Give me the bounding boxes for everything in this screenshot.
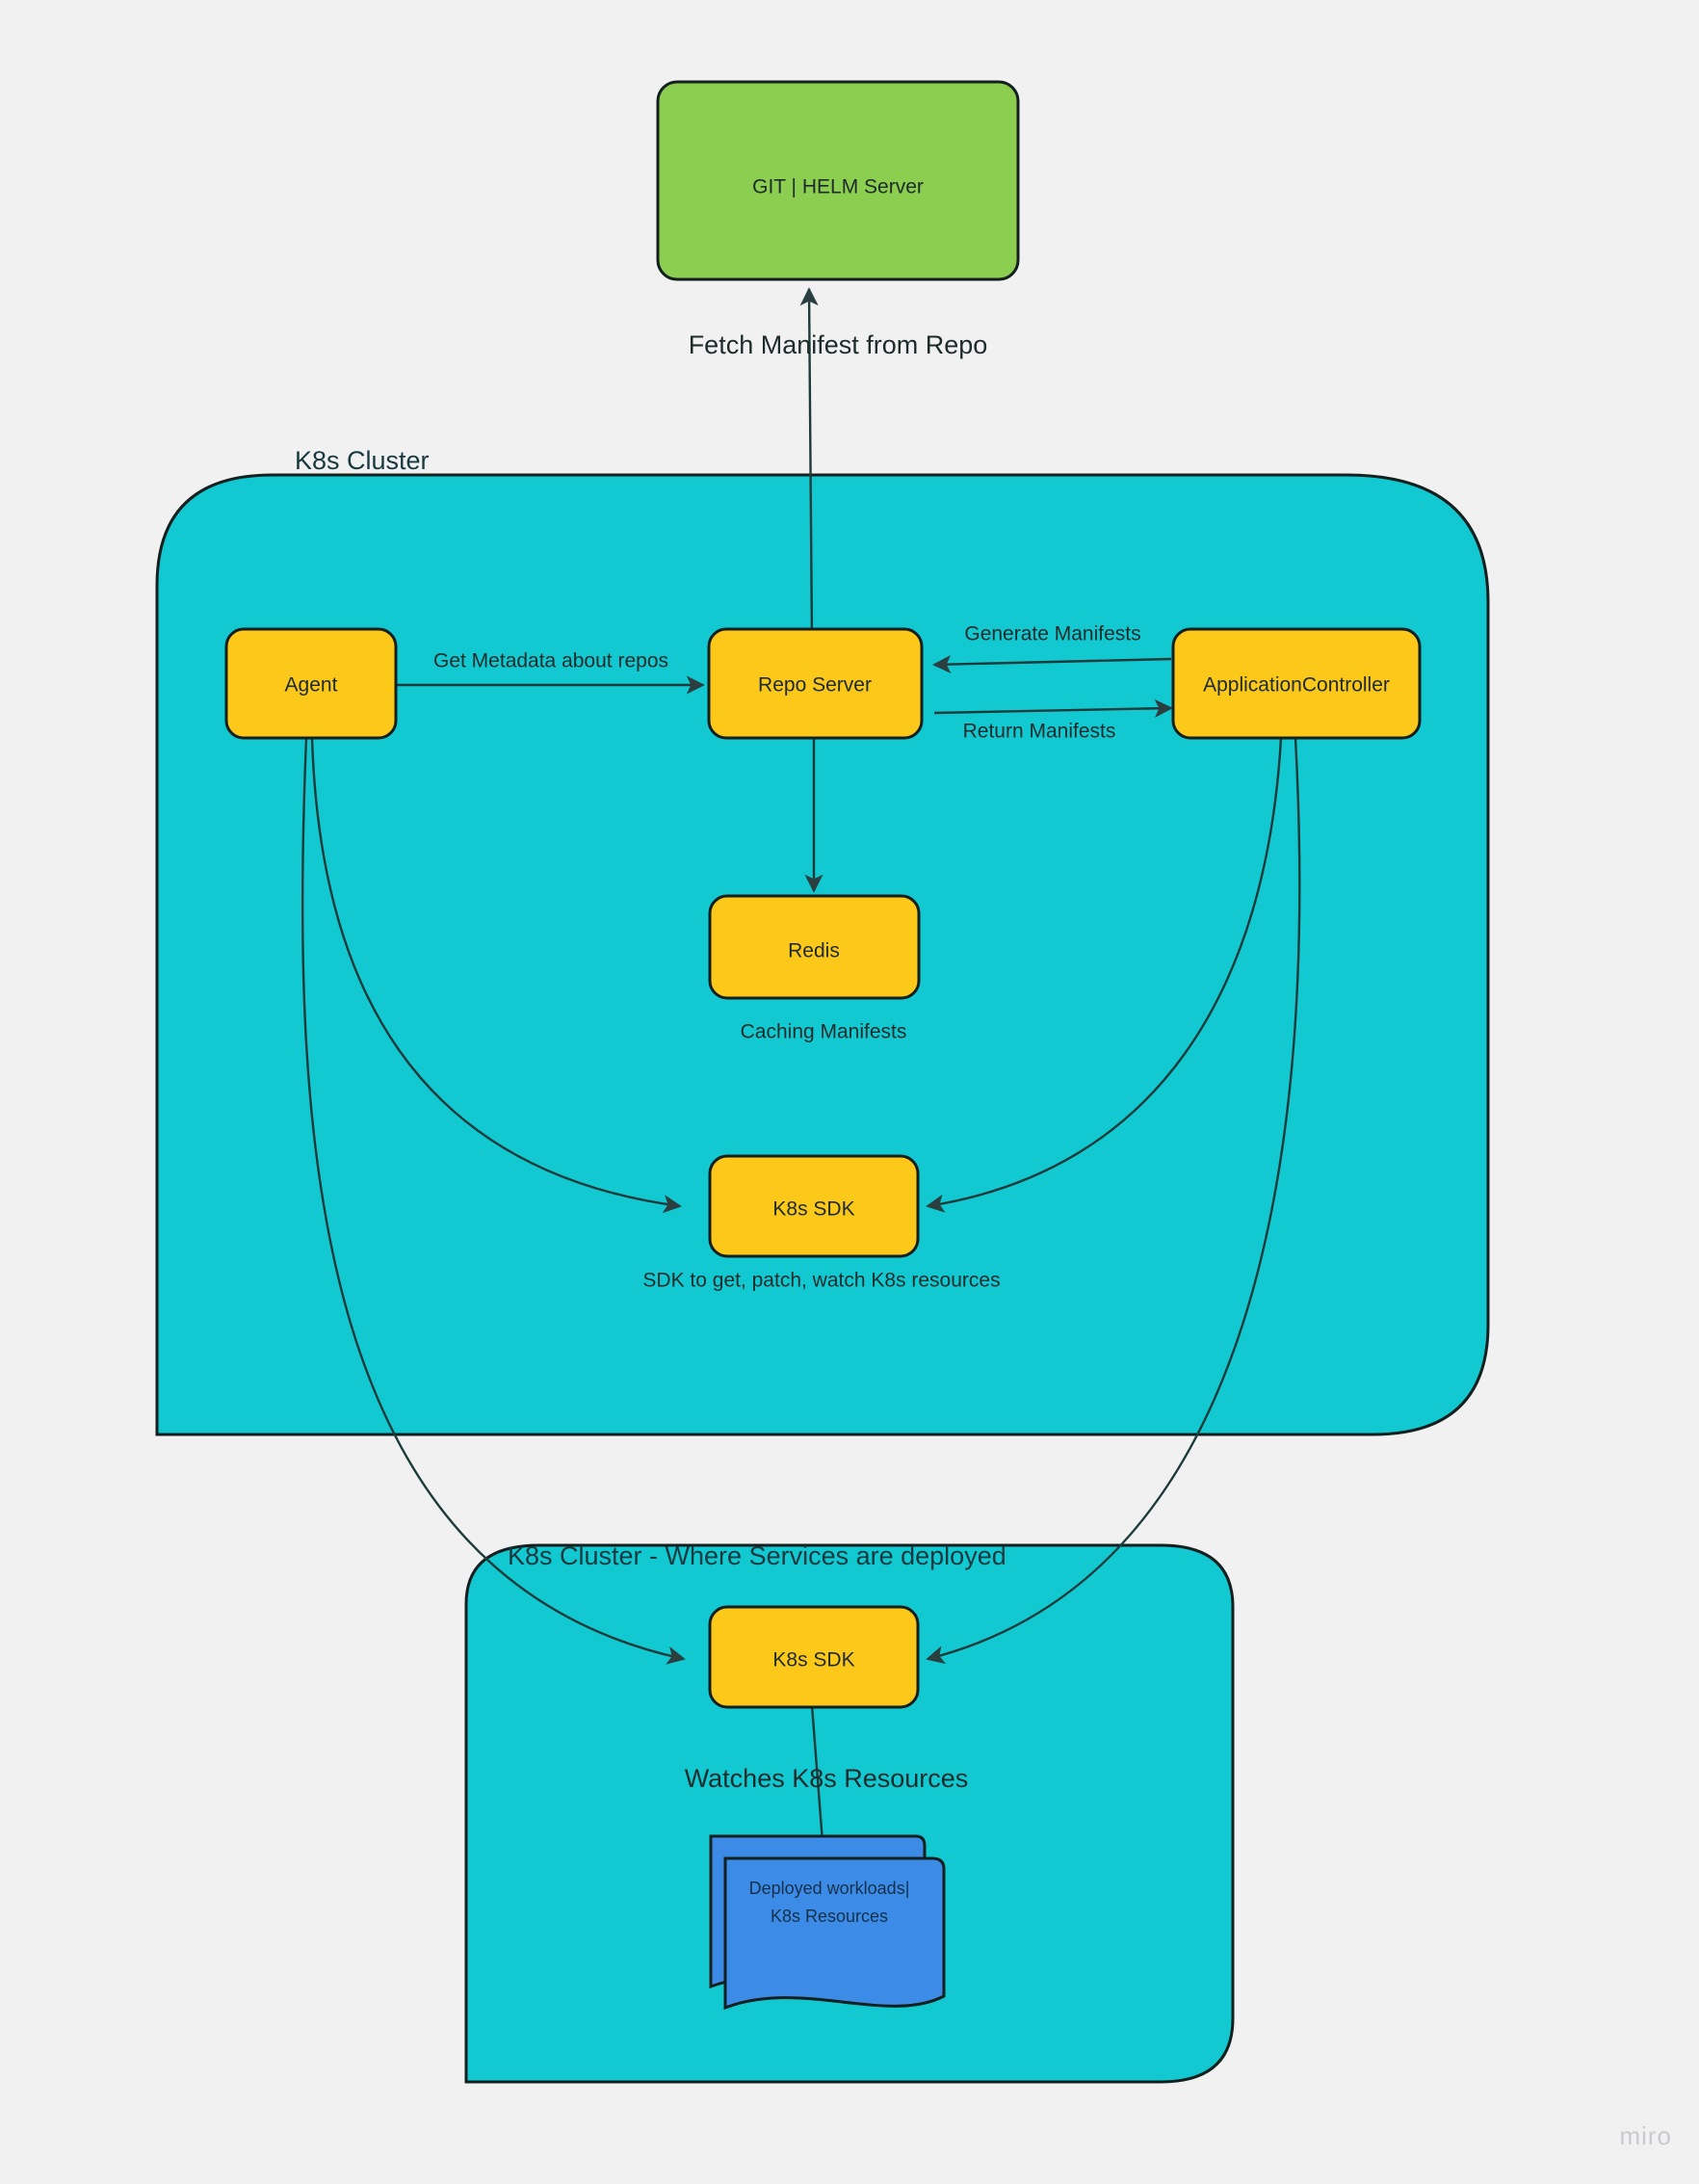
edge-label-generate-manifests: Generate Manifests <box>964 623 1140 645</box>
node-redis[interactable] <box>708 894 921 1000</box>
edge-label-fetch-manifest: Fetch Manifest from Repo <box>689 330 988 359</box>
node-deployed-workloads-front[interactable] <box>723 1856 946 2011</box>
cluster-upper-title: K8s Cluster <box>295 446 430 475</box>
cluster-lower-title: K8s Cluster - Where Services are deploye… <box>508 1541 1006 1570</box>
node-agent[interactable] <box>224 627 398 740</box>
edge-appcontroller-to-repo-server <box>932 654 1172 674</box>
node-repo-server[interactable] <box>707 627 924 740</box>
edge-agent-to-k8s-sdk-upper <box>310 737 682 1214</box>
miro-watermark: miro <box>1619 2121 1672 2150</box>
node-k8s-sdk-upper[interactable] <box>708 1154 920 1258</box>
edge-k8s-sdk-to-deployed-workloads <box>810 1704 832 1856</box>
node-application-controller[interactable] <box>1171 627 1422 740</box>
node-repo-server-label: Repo Server <box>758 674 872 697</box>
edge-appcontroller-to-k8s-sdk-upper <box>926 737 1283 1213</box>
edge-label-watches-k8s-resources: Watches K8s Resources <box>685 1764 969 1793</box>
edge-label-return-manifests: Return Manifests <box>963 721 1116 743</box>
edge-label-get-metadata: Get Metadata about repos <box>433 650 668 672</box>
edge-repo-server-to-appcontroller <box>933 698 1173 718</box>
node-deployed-workloads-line2: K8s Resources <box>771 1907 888 1926</box>
edge-agent-to-k8s-sdk-lower <box>301 737 686 1665</box>
node-application-controller-label: ApplicationController <box>1203 674 1390 697</box>
caption-k8s-sdk: SDK to get, patch, watch K8s resources <box>642 1270 1000 1292</box>
cluster-lower-container <box>464 1543 1235 2084</box>
node-k8s-sdk-lower[interactable] <box>708 1605 920 1709</box>
node-agent-label: Agent <box>285 674 338 697</box>
node-git-helm-server-label: GIT | HELM Server <box>752 176 924 198</box>
node-k8s-sdk-lower-label: K8s SDK <box>772 1649 854 1671</box>
node-git-helm-server[interactable] <box>656 80 1020 281</box>
edge-repo-server-to-git-helm <box>799 287 819 641</box>
node-k8s-sdk-upper-label: K8s SDK <box>772 1198 854 1221</box>
edge-appcontroller-to-k8s-sdk-lower <box>926 737 1301 1665</box>
caption-redis: Caching Manifests <box>741 1021 907 1043</box>
node-redis-label: Redis <box>788 940 840 962</box>
node-deployed-workloads-line1: Deployed workloads| <box>749 1879 910 1898</box>
